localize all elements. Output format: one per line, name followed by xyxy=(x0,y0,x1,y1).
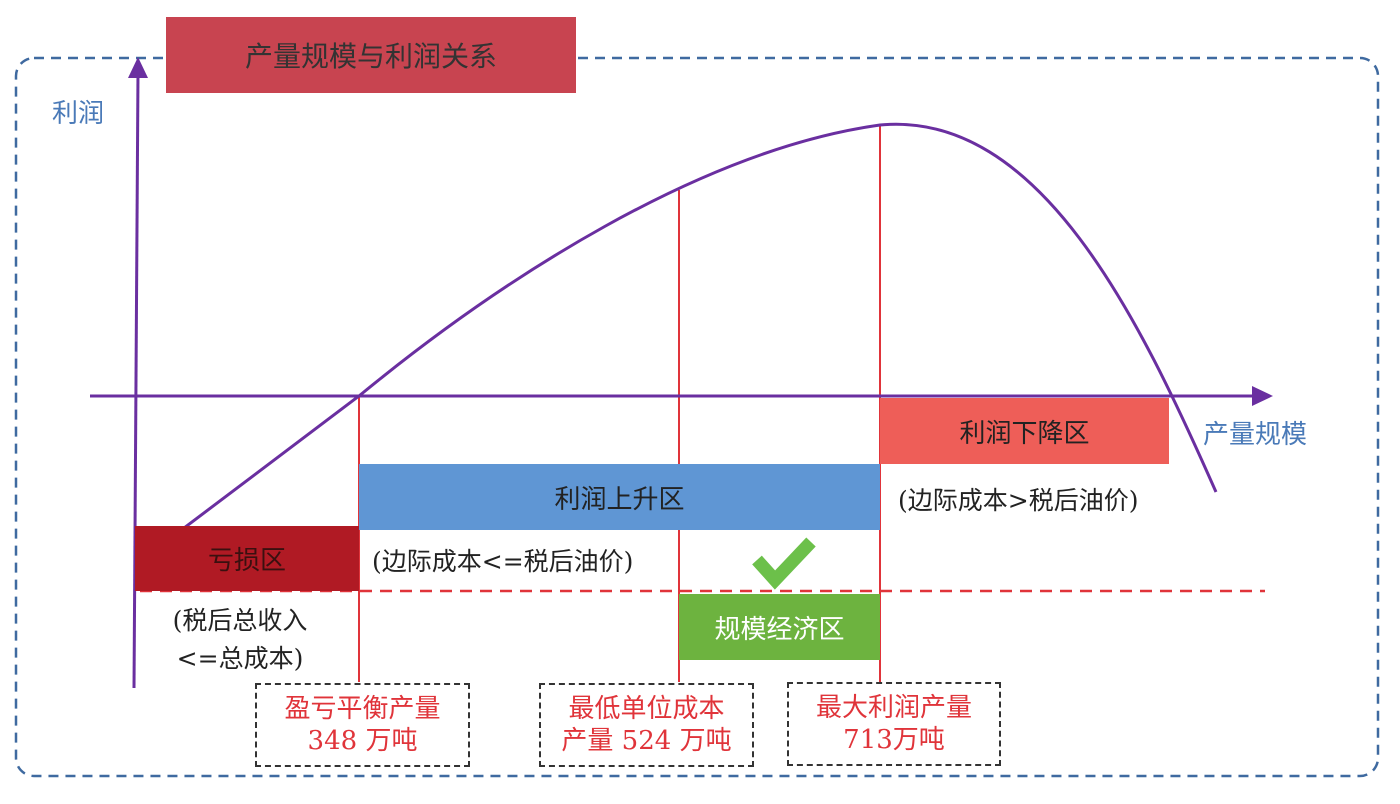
profit-curve xyxy=(134,122,1218,567)
x-axis-arrow xyxy=(1252,386,1273,406)
y-axis-label: 利润 xyxy=(52,99,105,129)
breakeven-callout-line2: 348 万吨 xyxy=(307,726,418,756)
x-axis-label: 产量规模 xyxy=(1203,420,1308,450)
loss-zone: 亏损区 xyxy=(135,526,359,591)
min-cost-callout-line2: 产量 524 万吨 xyxy=(561,726,732,756)
profit-rising-zone: 利润上升区 xyxy=(359,464,880,530)
loss-note: (税后总收入 <=总成本) xyxy=(160,602,320,678)
y-axis xyxy=(132,71,140,689)
profit-falling-zone: 利润下降区 xyxy=(880,398,1169,464)
min-cost-callout: 最低单位成本 产量 524 万吨 xyxy=(539,683,754,767)
loss-note-line1: (税后总收入 xyxy=(172,606,308,635)
loss-note-line2: <=总成本) xyxy=(176,644,304,673)
diagram-title: 产量规模与利润关系 xyxy=(166,17,576,93)
max-profit-callout-line1: 最大利润产量 xyxy=(815,693,972,723)
scale-economy-zone: 规模经济区 xyxy=(679,594,880,660)
min-cost-callout-line1: 最低单位成本 xyxy=(568,694,725,724)
breakeven-callout-line1: 盈亏平衡产量 xyxy=(284,694,441,724)
y-axis-arrow xyxy=(128,57,148,78)
check-mark-icon xyxy=(752,537,816,590)
breakeven-callout: 盈亏平衡产量 348 万吨 xyxy=(255,683,470,767)
max-profit-callout-line2: 713万吨 xyxy=(843,725,945,755)
outer-frame xyxy=(14,56,1380,778)
max-profit-callout: 最大利润产量 713万吨 xyxy=(787,682,1001,766)
rising-note: (边际成本<=税后油价) xyxy=(372,547,634,576)
falling-note: (边际成本>税后油价) xyxy=(898,486,1139,515)
